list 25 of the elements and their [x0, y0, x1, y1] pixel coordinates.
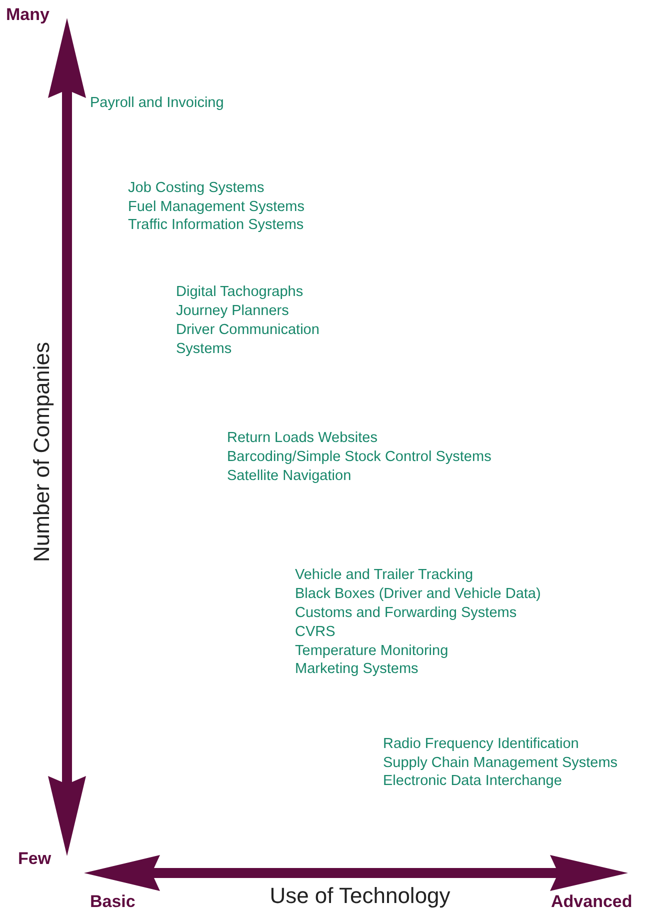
technology-label: Vehicle and Trailer Tracking [295, 566, 474, 584]
axis-title: Use of Technology [270, 884, 450, 908]
technology-label: Black Boxes (Driver and Vehicle Data) [295, 585, 541, 603]
technology-label: Digital Tachographs [176, 283, 304, 301]
technology-label: Marketing Systems [295, 660, 418, 678]
technology-label: CVRS [295, 623, 336, 641]
technology-label: Job Costing Systems [128, 179, 264, 197]
axis-end-label: Few [18, 850, 52, 868]
axis-title: Number of Companies [30, 342, 54, 562]
technology-label: Journey Planners [176, 302, 289, 320]
axis-end-label: Many [6, 6, 50, 24]
technology-label: Temperature Monitoring [295, 642, 448, 660]
technology-label: Return Loads Websites [227, 429, 378, 447]
technology-label: Barcoding/Simple Stock Control Systems [227, 448, 492, 466]
technology-label: Radio Frequency Identification [383, 735, 579, 753]
technology-label: Driver Communication Systems [176, 321, 320, 359]
technology-label: Supply Chain Management Systems [383, 754, 618, 772]
technology-label: Payroll and Invoicing [90, 94, 224, 112]
technology-label: Electronic Data Interchange [383, 772, 562, 790]
axis-end-label: Basic [90, 893, 136, 911]
technology-label: Traffic Information Systems [128, 216, 304, 234]
technology-label: Fuel Management Systems [128, 198, 304, 216]
technology-label: Customs and Forwarding Systems [295, 604, 517, 622]
technology-label: Satellite Navigation [227, 467, 352, 485]
axis-end-label: Advanced [551, 893, 632, 911]
